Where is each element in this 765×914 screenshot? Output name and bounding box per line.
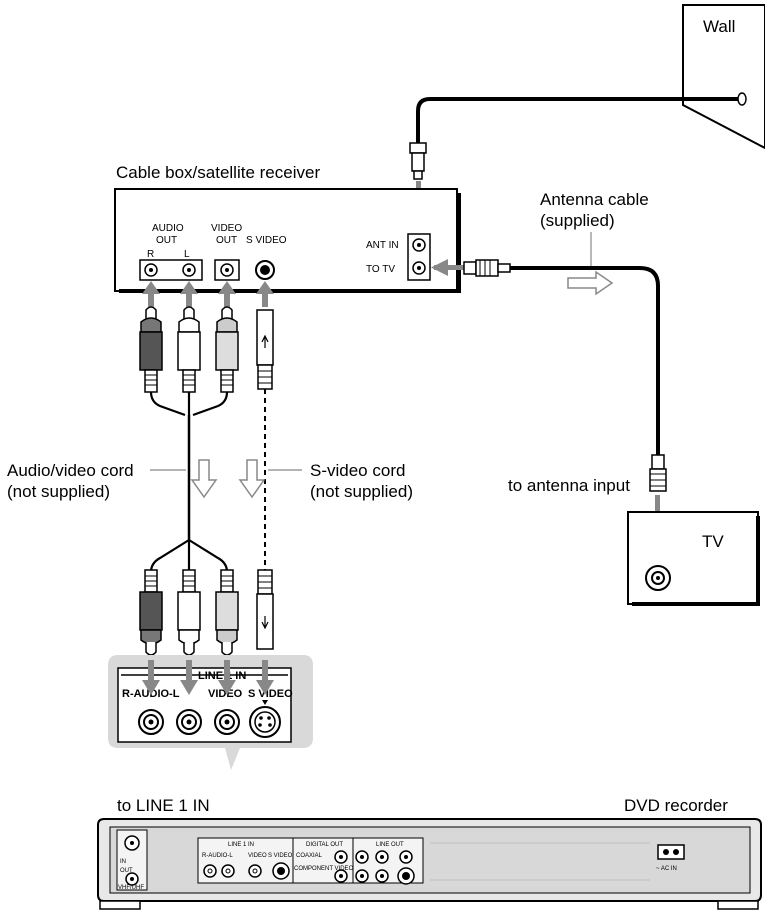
ant-in-label: ANT IN [366, 240, 399, 251]
f-connector-icon [409, 142, 427, 180]
svg-text:COMPONENT VIDEO OUT: COMPONENT VIDEO OUT [294, 866, 368, 872]
wall-outlet-icon [737, 92, 747, 106]
av-cord-bottom-split [149, 539, 229, 573]
video-out-label: VIDEO [211, 223, 242, 234]
svg-text:OUT: OUT [216, 235, 237, 246]
antenna-direction-arrow [567, 270, 614, 296]
cable-box: Cable box/satellite receiver AUDIO OUT V… [114, 163, 461, 293]
to-tv-label: TO TV [366, 264, 395, 275]
av-cord-label: Audio/video cord [7, 461, 134, 480]
svg-text:OUT: OUT [156, 235, 177, 246]
svg-text:VIDEO: VIDEO [248, 853, 267, 859]
antenna-plug-icon [463, 259, 511, 277]
s-video-cord-label: S-video cord [310, 461, 405, 480]
audio-out-label: AUDIO [152, 223, 184, 234]
to-antenna-input-label: to antenna input [508, 476, 630, 495]
line-in-title: LINE 1 IN [198, 670, 246, 682]
svg-text:L: L [184, 249, 190, 260]
tv: TV [627, 511, 760, 606]
s-video-label: S VIDEO [246, 235, 287, 246]
rca-plug-bottom-icon [139, 569, 239, 656]
svg-text:S VIDEO: S VIDEO [268, 853, 293, 859]
to-tv-arrow [434, 265, 464, 270]
svg-text:LINE 1 IN: LINE 1 IN [228, 842, 254, 848]
line-in-jack-icon [138, 709, 240, 735]
dvd-recorder: IN OUT VHF/UHF LINE 1 IN R-AUDIO-L VIDEO… [97, 818, 762, 910]
s-video-direction-arrow [238, 459, 266, 499]
svg-text:R: R [147, 249, 154, 260]
dvd-recorder-label: DVD recorder [624, 796, 728, 815]
downward-arrows [142, 660, 274, 695]
s-video-panel-label: S VIDEO [248, 688, 293, 700]
svg-text:OUT: OUT [120, 868, 133, 874]
svg-text:VHF/UHF: VHF/UHF [118, 885, 144, 891]
wall-label: Wall [703, 17, 735, 36]
upward-arrows [142, 281, 274, 307]
rca-jack-icon [144, 263, 234, 277]
svg-text:R-AUDIO-L: R-AUDIO-L [202, 853, 233, 859]
tv-plug-icon [649, 454, 667, 492]
antenna-cable [510, 266, 660, 455]
rca-plug-top-icon [139, 306, 239, 393]
to-line1-in-label: to LINE 1 IN [117, 796, 210, 815]
svg-text:IN: IN [120, 859, 126, 865]
wall: Wall [682, 4, 765, 150]
cable-box-label: Cable box/satellite receiver [116, 163, 320, 182]
svg-text:(not supplied): (not supplied) [7, 482, 110, 501]
svg-text:(not supplied): (not supplied) [310, 482, 413, 501]
av-cord-top-split [149, 391, 229, 417]
video-label: VIDEO [208, 688, 243, 700]
tv-label: TV [702, 532, 724, 551]
line-in-zoom-panel: LINE 1 IN R-AUDIO-L VIDEO S VIDEO [108, 655, 313, 770]
svg-text:~ AC IN: ~ AC IN [656, 866, 677, 872]
s-video-plug-top-icon [256, 309, 274, 390]
svg-text:(supplied): (supplied) [540, 211, 615, 230]
wall-to-box-cable [416, 97, 726, 145]
s-video-plug-bottom-icon [256, 569, 274, 650]
svg-text:DIGITAL OUT: DIGITAL OUT [306, 842, 343, 848]
svg-text:LINE OUT: LINE OUT [376, 842, 404, 848]
svg-text:COAXIAL: COAXIAL [296, 853, 323, 859]
av-direction-arrow [190, 459, 218, 499]
antenna-cable-label: Antenna cable [540, 190, 649, 209]
